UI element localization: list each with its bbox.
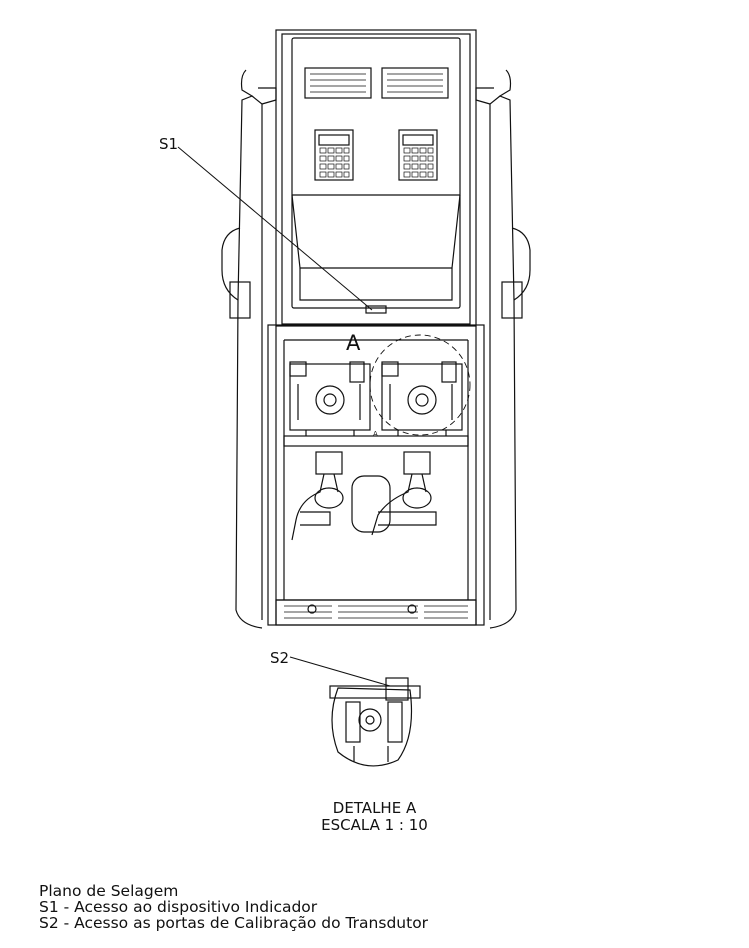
left-side-panel — [221, 69, 277, 629]
cross-plate — [283, 435, 469, 447]
callout-s2: S2 — [270, 649, 290, 667]
seal-s1-mark — [365, 305, 387, 314]
pipework — [291, 451, 437, 541]
s1-leader — [177, 146, 373, 311]
callout-small-a: A — [373, 430, 378, 438]
detail-a-circle — [369, 334, 471, 436]
callout-detail-a: A — [346, 331, 361, 355]
detail-title: DETALHE A — [332, 799, 417, 817]
keypad-right — [398, 129, 438, 181]
indicator-compartment — [291, 194, 461, 314]
keypad-left — [314, 129, 354, 181]
sealing-plan-legend: Plano de Selagem S1 - Acesso ao disposit… — [39, 883, 428, 931]
detail-scale: ESCALA 1 : 10 — [321, 816, 428, 834]
callout-s1: S1 — [159, 135, 179, 153]
meter-assembly-left — [289, 361, 371, 436]
detail-caption: DETALHE A ESCALA 1 : 10 — [0, 800, 749, 834]
meter-assembly-right — [381, 361, 463, 436]
dispenser-body — [267, 29, 485, 626]
display-modules — [304, 67, 449, 99]
base-grille — [275, 599, 477, 626]
detail-a-view — [329, 677, 421, 767]
s2-leader — [289, 656, 391, 687]
legend-heading: Plano de Selagem — [39, 882, 179, 900]
legend-s1: S1 - Acesso ao dispositivo Indicador — [39, 898, 318, 916]
legend-s2: S2 - Acesso as portas de Calibração do T… — [39, 914, 429, 932]
